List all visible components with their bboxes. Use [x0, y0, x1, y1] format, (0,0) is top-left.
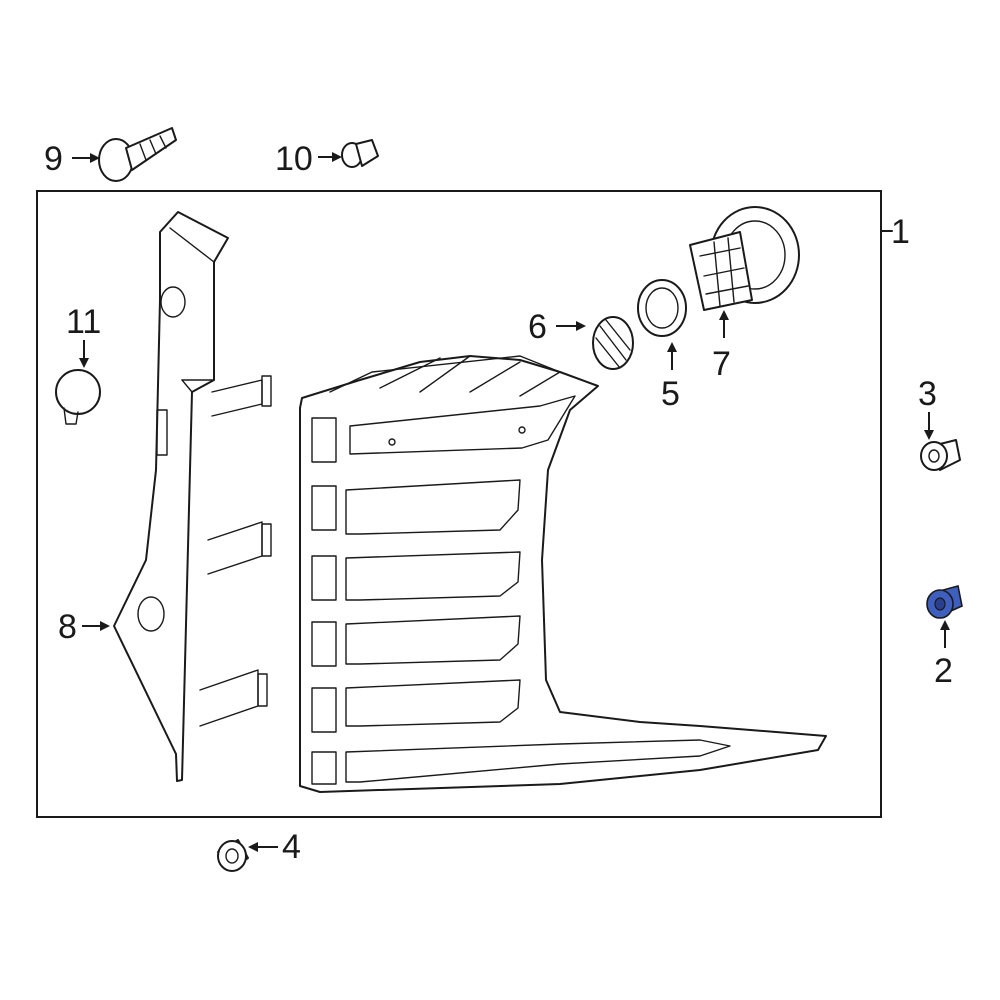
assembly-frame — [36, 190, 882, 818]
callout-6: 6 — [528, 308, 547, 346]
part-2-nut[interactable] — [926, 585, 963, 619]
part-5-gasket[interactable] — [637, 279, 687, 337]
callout-1: 1 — [891, 213, 910, 251]
callout-10: 10 — [275, 140, 313, 178]
part-1-lamp-housing[interactable] — [299, 355, 827, 793]
callout-8: 8 — [58, 608, 77, 646]
part-11-clip[interactable] — [55, 369, 101, 425]
callout-9: 9 — [44, 140, 63, 178]
callout-11: 11 — [66, 303, 101, 341]
callout-4: 4 — [282, 828, 301, 866]
callout-2: 2 — [934, 652, 953, 690]
callout-arrows — [72, 152, 950, 852]
callout-7: 7 — [712, 345, 731, 383]
part-8-trim-panel[interactable] — [113, 211, 272, 782]
callout-5: 5 — [661, 375, 680, 413]
part-3-nut[interactable] — [920, 439, 961, 471]
part-10-nut[interactable] — [341, 139, 379, 168]
part-4-nut[interactable] — [217, 839, 249, 872]
part-6-vent[interactable] — [592, 316, 634, 370]
part-7-bulb-socket[interactable] — [689, 206, 800, 311]
callout-3: 3 — [918, 375, 937, 413]
part-9-screw[interactable] — [98, 127, 177, 182]
